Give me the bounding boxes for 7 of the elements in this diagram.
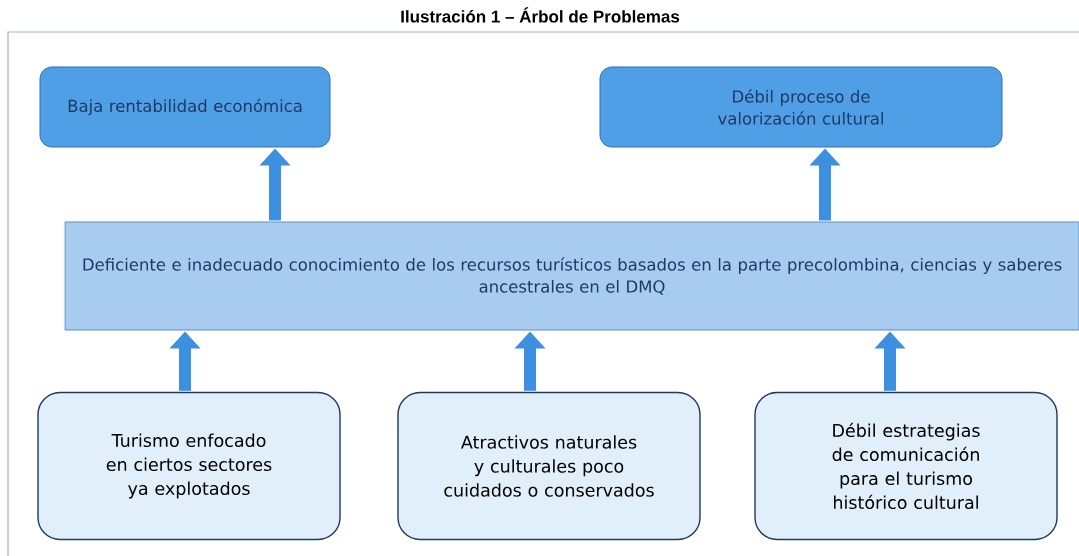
problem-band: Deficiente e inadecuado conocimiento de los recursos turísticos basados en la parte precolombina, ciencias y saberes ancestrales en el DMQ [64,221,1079,331]
cause-box: Atractivos naturales y culturales poco cuidados o conservados [397,391,701,541]
effect-box: Baja rentabilidad económica [39,66,331,148]
cause-box: Turismo enfocado en ciertos sectores ya explotados [37,391,341,541]
cause-box: Débil estrategias de comunicación para el turismo histórico cultural [754,391,1058,541]
effect-box: Débil proceso de valorización cultural [599,66,1003,148]
title: Ilustración 1 – Árbol de Problemas [401,7,680,23]
